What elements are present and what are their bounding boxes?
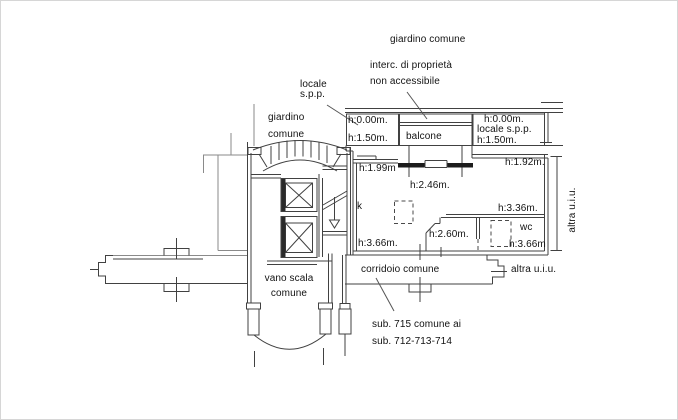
altra-uiu-horizontal-label: altra u.i.u. [511, 264, 557, 275]
upper-strip [346, 113, 545, 146]
bay-window [246, 253, 352, 367]
strip-right-height-top: h:0.00m. [484, 114, 524, 125]
stairwell-label-line1: vano scala [264, 273, 314, 284]
locale-spp-callout-label: locale s.p.p. [300, 80, 327, 100]
main-room-walls [345, 145, 549, 256]
altra-uiu-vertical-label: altra u.i.u. [567, 187, 578, 233]
partition-door-swing [425, 223, 436, 234]
stair-arcs-and-treads [252, 140, 348, 229]
height-199-label: h:1.99m [359, 163, 396, 174]
sub-note-label: sub. 715 comune ai sub. 712-713-714 [372, 316, 461, 350]
garden-left-line2: comune [268, 129, 305, 140]
partitions [425, 214, 545, 251]
height-336-label: h:3.36m. [498, 203, 538, 214]
intercapedine-label: interc. di proprietà non accessibile [370, 58, 452, 90]
elevator-shaft-1 [280, 178, 318, 212]
garden-left-label: giardino comune [268, 109, 304, 143]
sub-note-line2: sub. 712-713-714 [372, 336, 452, 347]
corridor-label: corridoio comune [361, 264, 440, 275]
elevator-shaft-2-cross [285, 222, 313, 253]
height-246-label: h:2.46m. [410, 180, 450, 191]
uiu-bracket [550, 156, 562, 251]
locale-spp-callout-line2: s.p.p. [300, 89, 326, 100]
left-wing-walls [90, 238, 248, 302]
garden-left-line1: giardino [268, 112, 305, 123]
height-260-label: h:2.60m. [429, 229, 469, 240]
elevator-shaft-2 [280, 216, 318, 258]
corridor-walls [342, 244, 507, 303]
room-k-label: k [357, 201, 363, 212]
leader-lines [326, 91, 428, 312]
stairwell-label-line2: comune [270, 288, 308, 299]
intercapedine-label-line1: interc. di proprietà [370, 60, 453, 71]
strip-left-height-top: h:0.00m. [348, 115, 388, 126]
strip-right-height-bottom: h:1.50m. [477, 135, 517, 146]
stairwell-label: vano scala comune [245, 271, 333, 301]
height-366-right-label: h:3.66m [509, 239, 546, 250]
dashed-shafts [394, 200, 512, 251]
outer-walls [345, 102, 563, 146]
wc-label: wc [520, 222, 533, 233]
strip-right-name: locale s.p.p. [477, 124, 532, 135]
height-366-left-label: h:3.66m. [358, 238, 398, 249]
elevator-shaft-1-cross [285, 182, 313, 208]
locale-spp-callout-line1: locale [300, 79, 327, 90]
strip-left-height-bottom: h:1.50m. [348, 133, 388, 144]
balcony-label: balcone [406, 131, 442, 142]
garden-top-label: giardino comune [390, 34, 466, 45]
sub-note-line1: sub. 715 comune ai [372, 319, 462, 330]
bay-arc [253, 333, 327, 350]
balcony-doors [398, 145, 473, 177]
intercapedine-label-line2: non accessibile [370, 76, 440, 87]
garden-walls [113, 104, 255, 256]
height-192-label: h:1.92m. [505, 157, 545, 168]
stairwell [247, 142, 351, 304]
